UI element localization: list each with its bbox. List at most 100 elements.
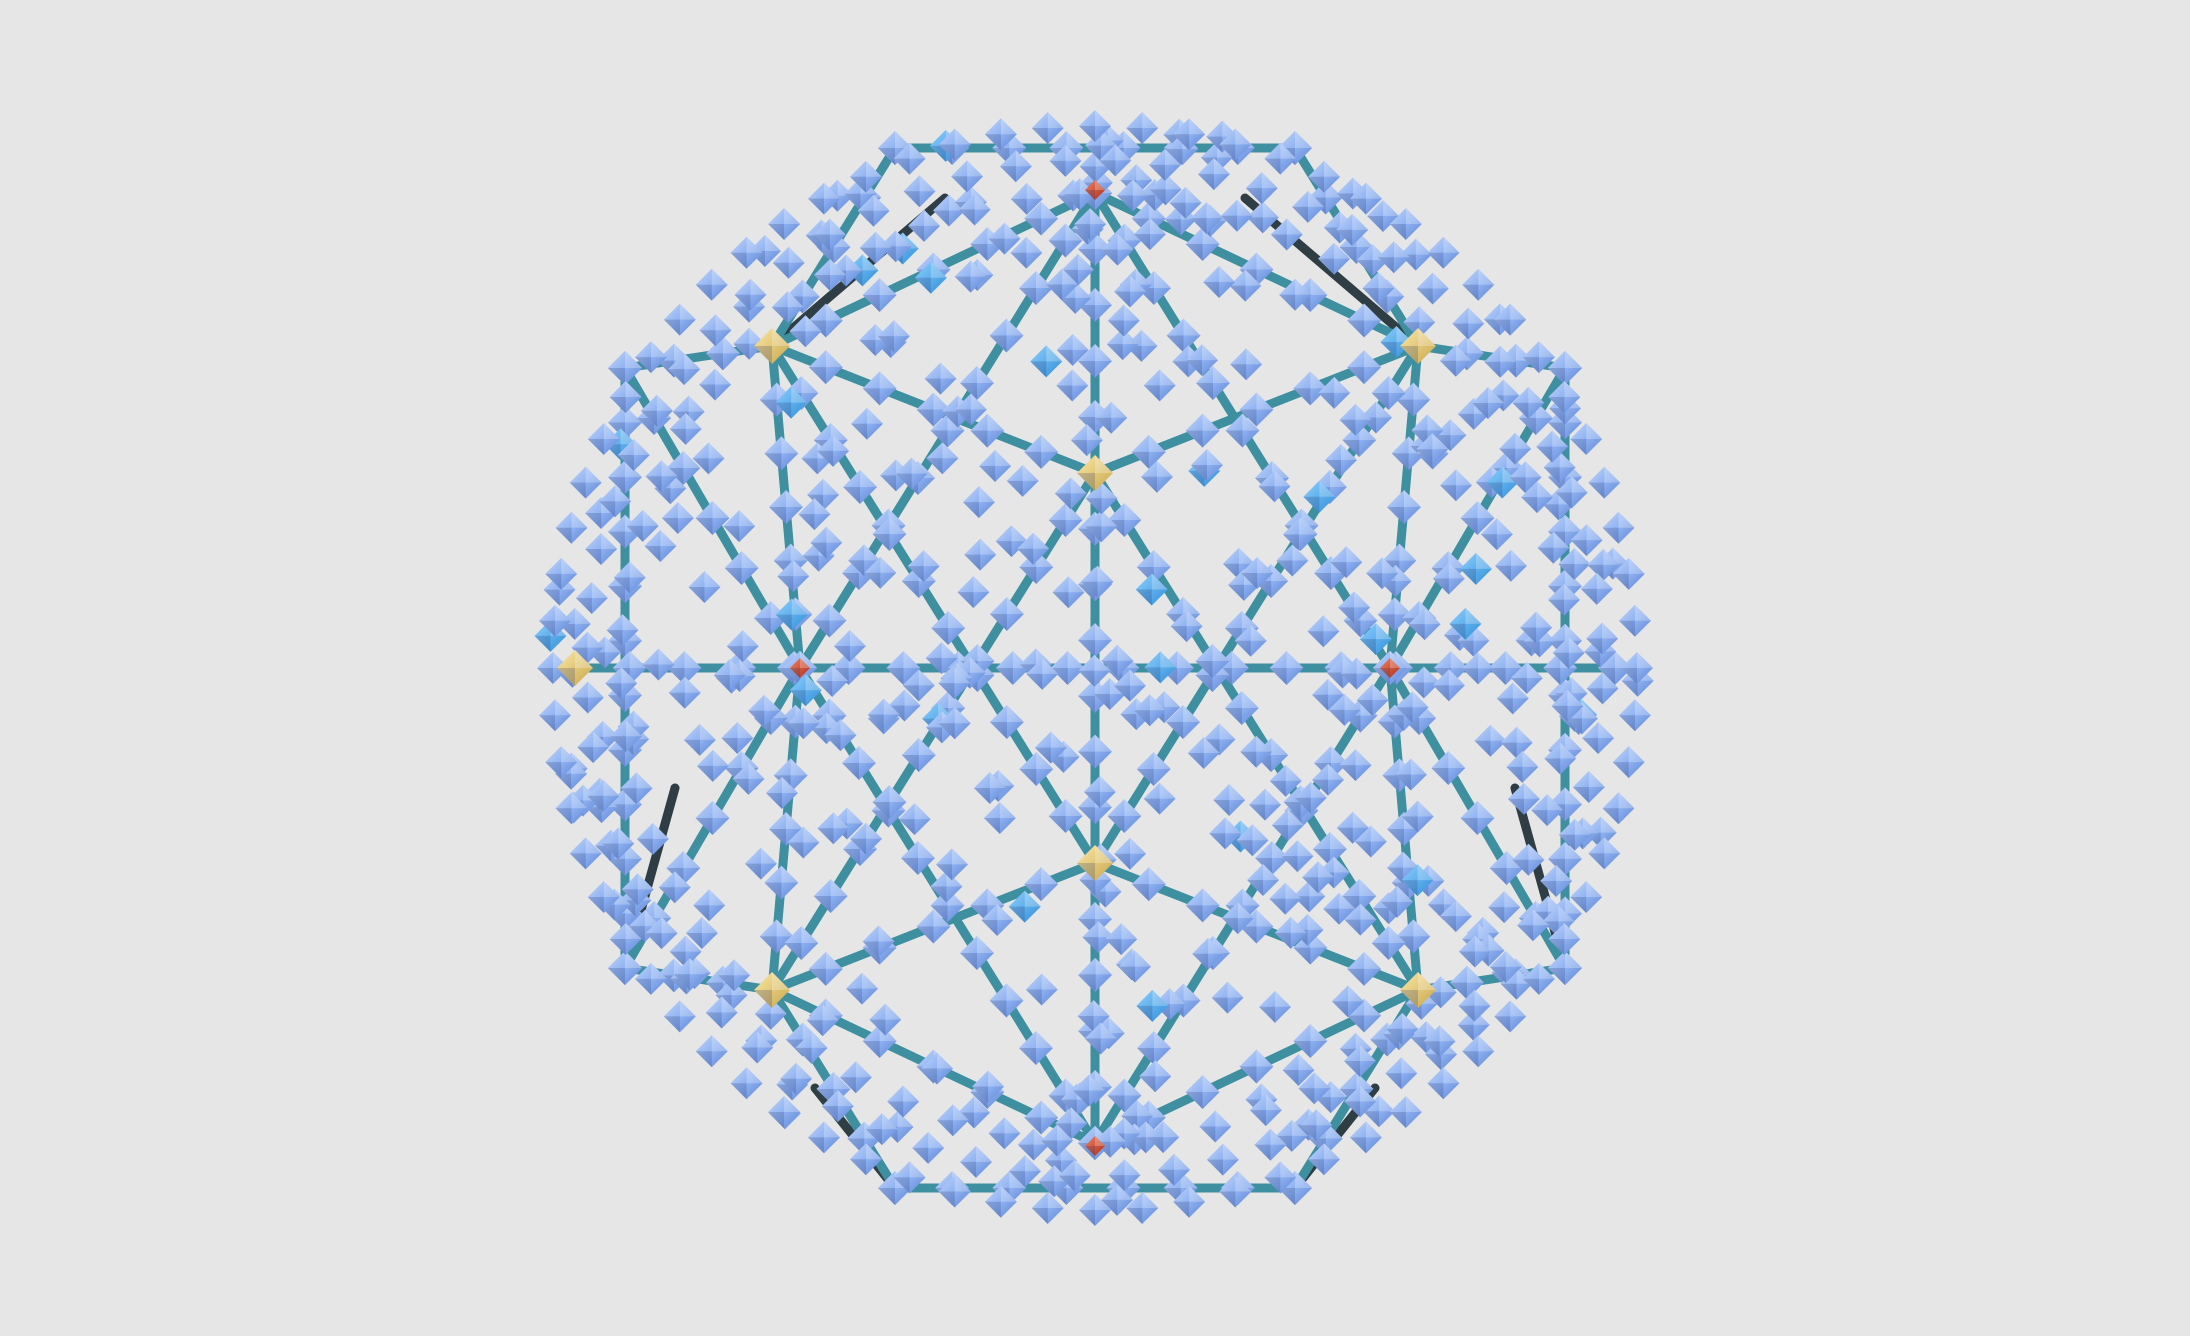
lattice-node: [1424, 976, 1457, 1009]
lattice-node: [912, 1131, 945, 1164]
lattice-node: [893, 1161, 926, 1194]
lattice-node: [1139, 1060, 1172, 1093]
lattice-node: [1052, 576, 1085, 609]
lattice-node: [771, 291, 804, 324]
lattice-node: [599, 485, 632, 518]
lattice-node: [1555, 476, 1588, 509]
vertex-yellow: [1077, 455, 1113, 491]
lattice-node: [692, 442, 725, 475]
lattice-node: [1416, 272, 1449, 305]
lattice-node: [569, 466, 602, 499]
lattice-node: [669, 412, 702, 445]
lattice-node: [867, 698, 900, 731]
lattice-node: [685, 916, 718, 949]
lattice-node: [893, 142, 926, 175]
lattice-node: [1190, 449, 1223, 482]
lattice-node: [877, 320, 910, 353]
lattice-node: [1095, 401, 1128, 434]
lattice-node: [1166, 318, 1201, 353]
lattice-node: [1318, 376, 1351, 409]
lattice-node: [1054, 477, 1087, 510]
lattice-node: [1166, 705, 1201, 739]
lattice-node: [859, 231, 892, 264]
lattice-node: [1148, 148, 1181, 181]
lattice-node: [1131, 867, 1166, 902]
lattice-node: [663, 1000, 696, 1033]
vertex-yellow: [557, 650, 593, 686]
lattice-node: [1239, 392, 1274, 427]
lattice-node: [951, 160, 984, 193]
lattice-node: [833, 630, 866, 663]
lattice-node: [1149, 173, 1182, 206]
lattice-node: [1484, 345, 1517, 378]
lattice-node: [1312, 763, 1345, 796]
lattice-node: [602, 827, 635, 860]
lattice-node: [1249, 1094, 1282, 1127]
lattice-node: [1356, 244, 1389, 277]
lattice-node: [1544, 742, 1577, 775]
lattice-node: [1225, 413, 1260, 448]
lattice-node: [640, 394, 673, 427]
lattice-node: [924, 362, 957, 395]
lattice-node: [1586, 672, 1619, 705]
lattice-node: [683, 723, 716, 756]
lattice-node: [1114, 275, 1147, 308]
lattice-node: [1439, 900, 1472, 933]
lattice-node: [921, 1052, 954, 1085]
lattice-node: [817, 812, 850, 845]
lattice-node: [1432, 562, 1465, 595]
lattice-node: [658, 871, 691, 904]
lattice-node: [995, 651, 1030, 685]
lattice-node: [1517, 909, 1550, 942]
lattice-node: [1294, 781, 1327, 814]
lattice-node: [1427, 236, 1460, 269]
lattice-node: [1474, 724, 1507, 757]
lattice-node: [730, 236, 763, 269]
lattice-node: [1552, 636, 1585, 669]
lattice-node: [1019, 1031, 1053, 1065]
lattice-node: [1254, 1128, 1287, 1161]
lattice-node: [609, 720, 642, 753]
lattice-node: [1522, 341, 1555, 374]
lattice-node: [1570, 524, 1603, 557]
lattice-node: [1136, 752, 1171, 786]
lattice-node: [938, 707, 971, 740]
lattice-node: [688, 570, 721, 603]
lattice-node: [1343, 1045, 1376, 1078]
lattice-node: [1158, 1153, 1191, 1186]
lattice-node: [1522, 962, 1555, 995]
lattice-node: [1050, 651, 1085, 685]
lattice-node: [1276, 544, 1309, 577]
lattice-node: [1496, 682, 1529, 715]
lattice-node: [1236, 824, 1269, 857]
lattice-node: [988, 222, 1021, 255]
lattice-node: [1186, 344, 1219, 377]
lattice-node: [1602, 511, 1635, 544]
lattice-node: [938, 667, 971, 700]
lattice-node: [989, 705, 1024, 739]
lattice-node: [1269, 882, 1302, 915]
lattice-node: [608, 951, 642, 985]
lattice-node: [1245, 172, 1278, 205]
lattice-node: [914, 261, 947, 294]
lattice-node: [973, 772, 1006, 805]
lattice-node: [1083, 775, 1116, 808]
lattice-node: [806, 1004, 839, 1037]
lattice-node: [1330, 546, 1363, 579]
lattice-node: [1548, 951, 1582, 985]
lattice-node: [1279, 278, 1312, 311]
lattice-node: [1520, 611, 1553, 644]
lattice-node: [1362, 272, 1395, 305]
lattice-node: [1125, 329, 1158, 362]
lattice-node: [1203, 266, 1236, 299]
lattice-node: [957, 576, 990, 609]
lattice-node: [1506, 750, 1539, 783]
lattice-node: [1318, 242, 1351, 275]
lattice-node: [999, 150, 1032, 183]
lattice-node: [1618, 699, 1651, 732]
lattice-node: [1303, 480, 1336, 513]
lattice-node: [787, 707, 820, 740]
lattice-node: [1107, 304, 1140, 337]
